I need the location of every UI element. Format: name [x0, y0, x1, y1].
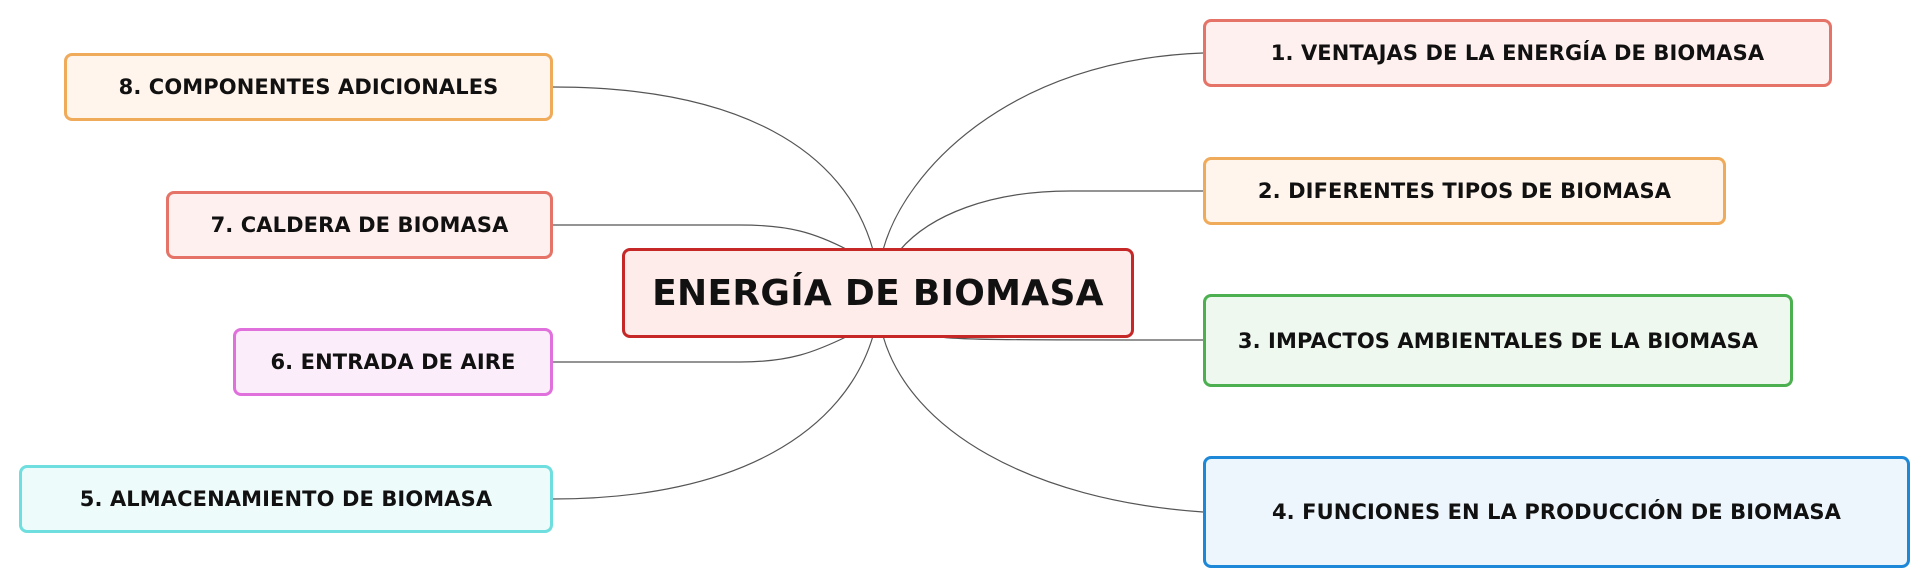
- branch-6-entrada-aire[interactable]: 6. ENTRADA DE AIRE: [233, 328, 553, 396]
- connector-branch-2: [899, 190, 1203, 251]
- branch-5-almacenamiento[interactable]: 5. ALMACENAMIENTO DE BIOMASA: [19, 465, 553, 533]
- connector-branch-5: [552, 335, 874, 500]
- branch-1-ventajas[interactable]: 1. VENTAJAS DE LA ENERGÍA DE BIOMASA: [1203, 19, 1832, 87]
- branch-3-impactos[interactable]: 3. IMPACTOS AMBIENTALES DE LA BIOMASA: [1203, 294, 1793, 387]
- connector-branch-7: [553, 224, 849, 251]
- branch-8-componentes[interactable]: 8. COMPONENTES ADICIONALES: [64, 53, 553, 121]
- branch-7-caldera[interactable]: 7. CALDERA DE BIOMASA: [166, 191, 553, 259]
- branch-2-tipos[interactable]: 2. DIFERENTES TIPOS DE BIOMASA: [1203, 157, 1726, 225]
- branch-4-funciones[interactable]: 4. FUNCIONES EN LA PRODUCCIÓN DE BIOMASA: [1203, 456, 1910, 568]
- connector-branch-1: [882, 52, 1204, 251]
- connector-branch-4: [882, 335, 1204, 513]
- connector-branch-8: [552, 86, 874, 251]
- connector-branch-6: [553, 335, 849, 363]
- central-topic[interactable]: ENERGÍA DE BIOMASA: [622, 248, 1134, 338]
